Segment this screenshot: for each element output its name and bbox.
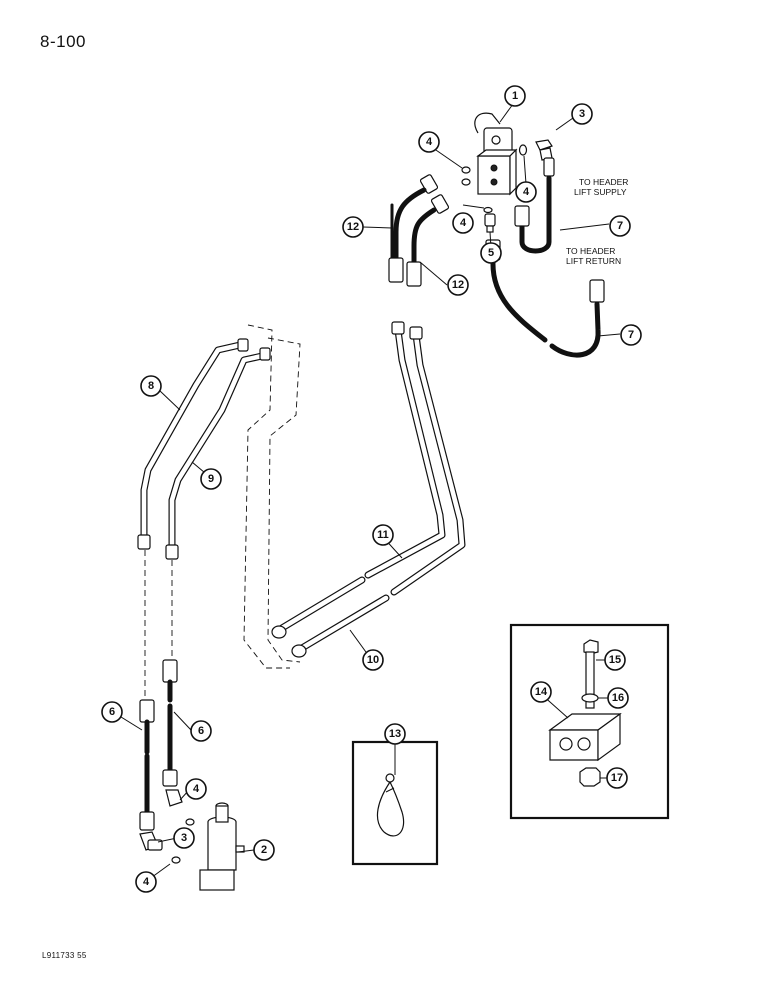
note-lift-return-2: LIFT RETURN [566, 256, 621, 266]
hose-7-supply [514, 157, 555, 254]
svg-text:4: 4 [193, 783, 200, 795]
callout-3-bottom: 3 [173, 827, 195, 849]
svg-text:3: 3 [579, 108, 585, 120]
svg-text:1: 1 [512, 90, 518, 102]
svg-text:13: 13 [389, 728, 401, 740]
svg-text:12: 12 [452, 279, 464, 291]
svg-text:9: 9 [208, 473, 214, 485]
hydraulic-cylinder [199, 802, 245, 891]
svg-text:6: 6 [109, 706, 115, 718]
callout-16: 16 [607, 687, 629, 709]
note-lift-return-1: TO HEADER [566, 246, 615, 256]
svg-text:7: 7 [617, 220, 623, 232]
tube-9 [165, 347, 271, 560]
svg-text:5: 5 [488, 247, 494, 259]
note-lift-supply-1: TO HEADER [579, 177, 628, 187]
elbow-fitting-top [535, 139, 553, 161]
callout-3-top: 3 [571, 103, 593, 125]
svg-text:8: 8 [148, 380, 154, 392]
callout-11: 11 [372, 524, 394, 546]
callout-1: 1 [504, 85, 526, 107]
callout-6-a: 6 [101, 701, 123, 723]
callout-15: 15 [604, 649, 626, 671]
svg-text:10: 10 [367, 654, 379, 666]
hose-12-right [406, 194, 450, 287]
elbow-fittings-bottom [139, 789, 195, 864]
page-number: 8-100 [40, 32, 86, 51]
callout-7-a: 7 [609, 215, 631, 237]
svg-text:14: 14 [535, 686, 548, 698]
svg-text:4: 4 [143, 876, 150, 888]
svg-text:6: 6 [198, 725, 204, 737]
svg-text:16: 16 [612, 692, 624, 704]
callout-4-a: 4 [418, 131, 440, 153]
callout-14: 14 [530, 681, 552, 703]
figure-code: L911733 55 [42, 951, 87, 960]
callout-13: 13 [384, 723, 406, 745]
tube-10 [291, 326, 466, 658]
callout-4-e: 4 [135, 871, 157, 893]
routing-dashed-lines [144, 324, 301, 700]
svg-text:12: 12 [347, 221, 359, 233]
svg-text:11: 11 [377, 529, 389, 541]
hose-6-right [162, 659, 178, 787]
hose-12-left [388, 174, 439, 283]
note-lift-supply-2: LIFT SUPPLY [574, 187, 627, 197]
svg-text:4: 4 [426, 136, 433, 148]
callout-5: 5 [480, 242, 502, 264]
tube-8 [137, 338, 249, 550]
svg-text:17: 17 [611, 772, 623, 784]
tube-11 [271, 321, 446, 639]
callout-10: 10 [362, 649, 384, 671]
adapter-fitting [484, 213, 496, 233]
hose-6-left [139, 699, 155, 831]
svg-text:3: 3 [181, 832, 187, 844]
callout-12-a: 12 [342, 216, 364, 238]
svg-text:4: 4 [460, 217, 467, 229]
callout-4-b: 4 [515, 181, 537, 203]
svg-text:4: 4 [523, 186, 530, 198]
hose-strap [376, 773, 405, 837]
washer [581, 693, 599, 703]
callout-9: 9 [200, 468, 222, 490]
callout-17: 17 [606, 767, 628, 789]
solenoid-valve [474, 112, 518, 196]
callout-8: 8 [140, 375, 162, 397]
clamp-nut [579, 767, 601, 787]
callout-12-b: 12 [447, 274, 469, 296]
clamp-bolt [583, 639, 599, 709]
svg-text:15: 15 [609, 654, 621, 666]
callout-7-b: 7 [620, 324, 642, 346]
callout-4-d: 4 [185, 778, 207, 800]
callout-6-b: 6 [190, 720, 212, 742]
callout-4-c: 4 [452, 212, 474, 234]
callout-2: 2 [253, 839, 275, 861]
o-rings-valve [461, 144, 528, 214]
svg-text:2: 2 [261, 844, 267, 856]
svg-text:7: 7 [628, 329, 634, 341]
